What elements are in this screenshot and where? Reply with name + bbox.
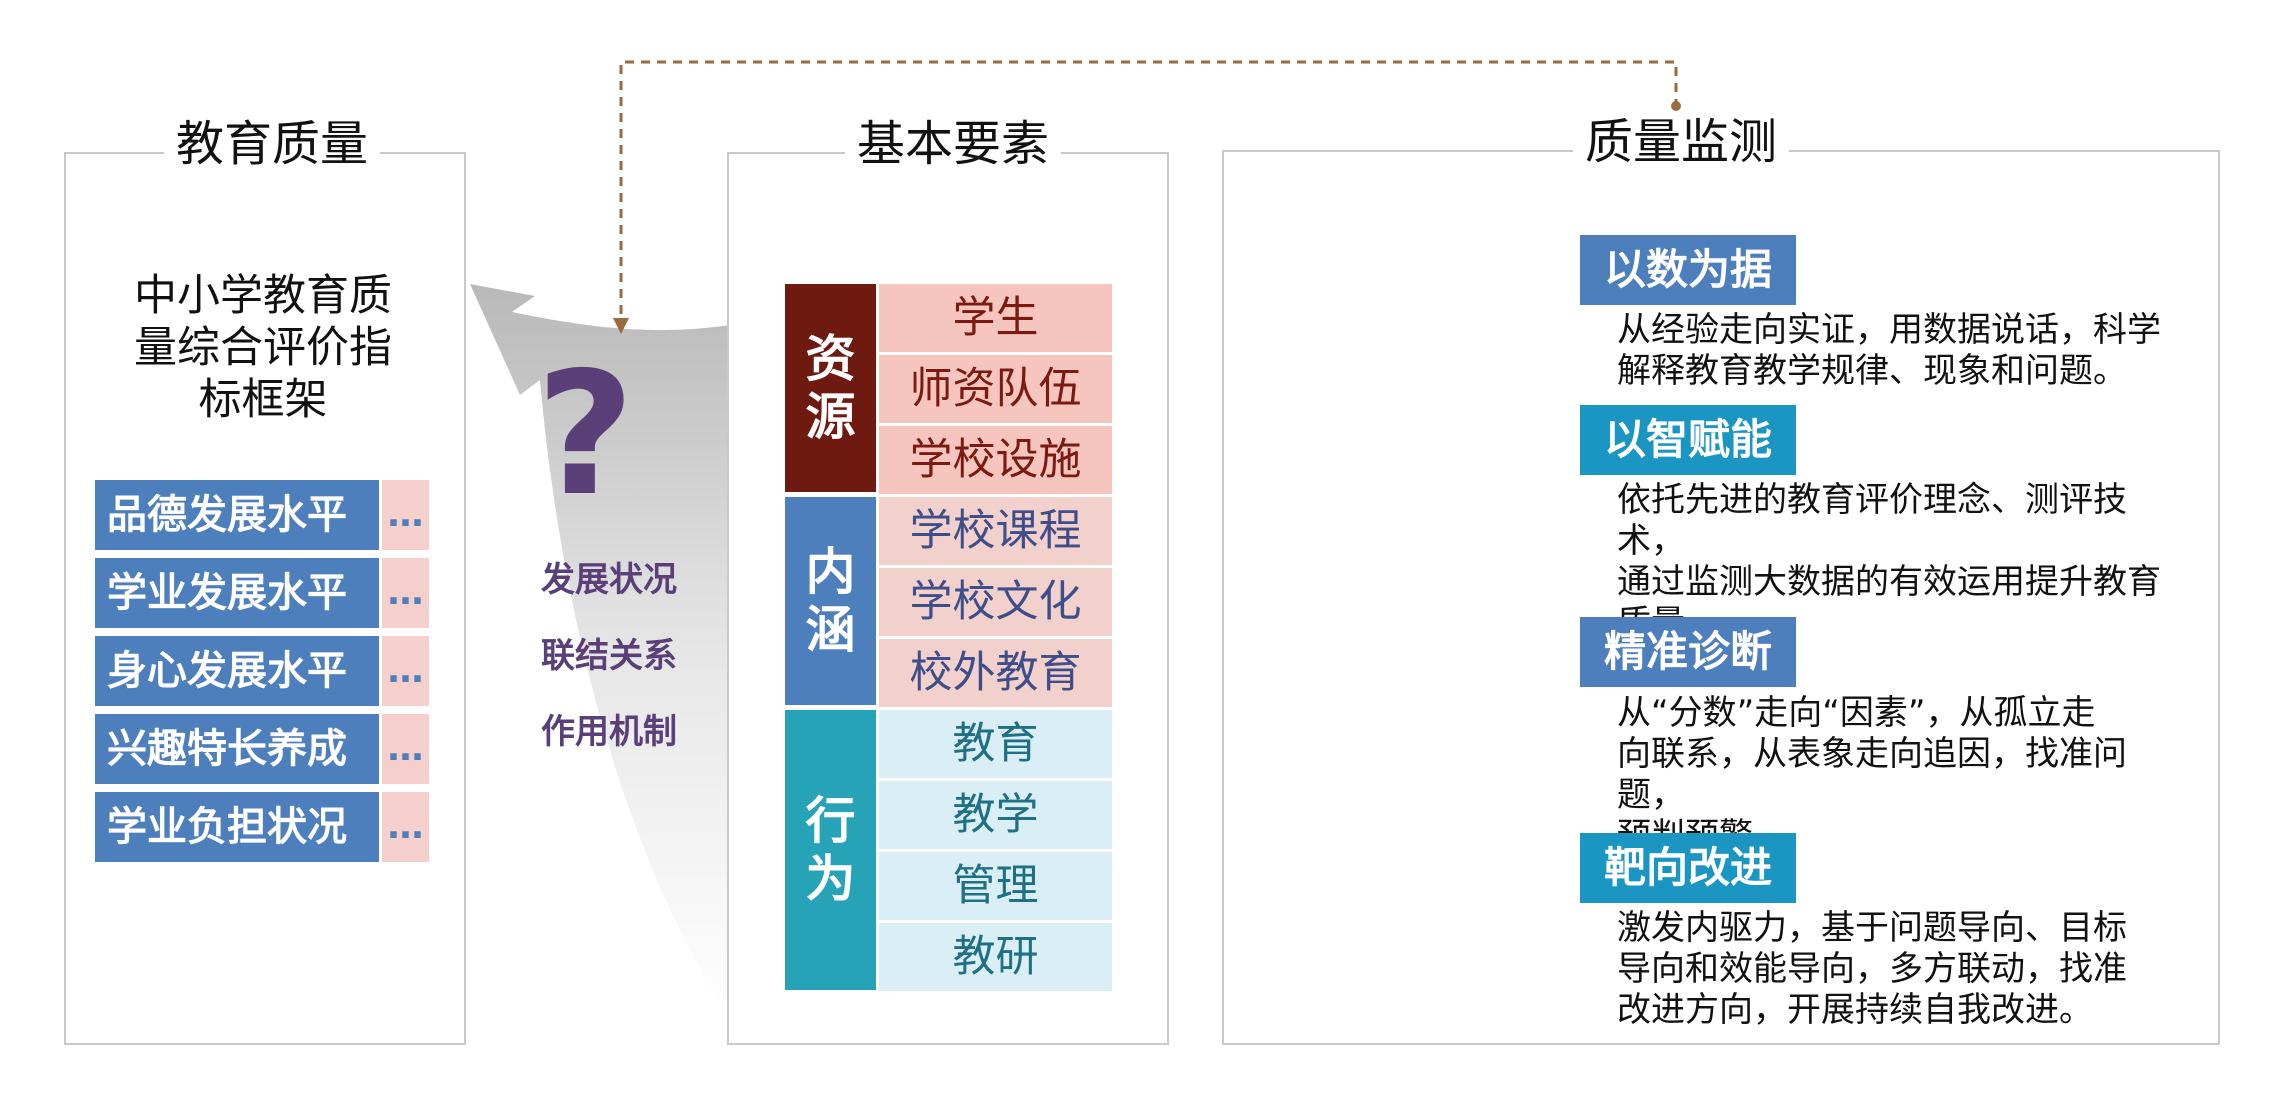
indicator-row: 学业负担状况 … bbox=[95, 792, 429, 862]
indicator-row: 身心发展水平 … bbox=[95, 636, 429, 706]
framework-line: 中小学教育质 bbox=[134, 271, 392, 321]
category-char: 为 bbox=[805, 850, 856, 908]
elements-panel-title: 基本要素 bbox=[845, 116, 1062, 172]
description-line: 通过监测大数据的有效运用提升教育 bbox=[1617, 562, 2161, 602]
category-resources: 资 源 bbox=[785, 284, 876, 492]
element-cell: 教学 bbox=[879, 781, 1112, 849]
description-line: 依托先进的教育评价理念、测评技术， bbox=[1617, 480, 2127, 561]
indicator-label: 兴趣特长养成 bbox=[95, 714, 379, 784]
element-cell: 管理 bbox=[879, 852, 1112, 920]
element-cell: 师资队伍 bbox=[879, 355, 1112, 423]
indicator-row: 学业发展水平 … bbox=[95, 558, 429, 628]
category-char: 内 bbox=[805, 543, 856, 601]
feature-tag: 靶向改进 bbox=[1580, 833, 1797, 903]
feature-tag: 以智赋能 bbox=[1580, 405, 1797, 475]
top-connector-arrowhead bbox=[613, 318, 629, 334]
description-line: 向联系，从表象走向追因，找准问题， bbox=[1617, 734, 2127, 815]
feature-description: 从经验走向实证，用数据说话，科学 解释教育教学规律、现象和问题。 bbox=[1617, 310, 2187, 392]
element-cell: 教研 bbox=[879, 923, 1112, 991]
framework-line: 量综合评价指 bbox=[134, 323, 392, 373]
category-char: 资 bbox=[805, 330, 856, 388]
indicator-label: 身心发展水平 bbox=[95, 636, 379, 706]
element-cell: 学生 bbox=[879, 284, 1112, 352]
question-mark-icon: ? bbox=[536, 336, 635, 534]
quality-panel-title: 教育质量 bbox=[164, 116, 381, 172]
flow-item: 作用机制 bbox=[541, 712, 677, 752]
indicator-label: 学业负担状况 bbox=[95, 792, 379, 862]
flow-item: 发展状况 bbox=[541, 560, 677, 600]
indicator-more: … bbox=[382, 792, 429, 862]
framework-description: 中小学教育质 量综合评价指 标框架 bbox=[68, 270, 458, 426]
feature-description: 激发内驱力，基于问题导向、目标 导向和效能导向，多方联动，找准 改进方向，开展持… bbox=[1617, 908, 2187, 1031]
category-char: 涵 bbox=[805, 601, 856, 659]
description-line: 激发内驱力，基于问题导向、目标 bbox=[1617, 908, 2127, 948]
indicator-more: … bbox=[382, 558, 429, 628]
description-line: 导向和效能导向，多方联动，找准 bbox=[1617, 949, 2127, 989]
flow-arrow bbox=[470, 284, 730, 1020]
description-line: 解释教育教学规律、现象和问题。 bbox=[1617, 351, 2127, 391]
indicator-more: … bbox=[382, 480, 429, 550]
indicator-label: 学业发展水平 bbox=[95, 558, 379, 628]
indicator-row: 品德发展水平 … bbox=[95, 480, 429, 550]
indicator-label: 品德发展水平 bbox=[95, 480, 379, 550]
flow-item: 联结关系 bbox=[541, 636, 677, 676]
top-connector-dot bbox=[1671, 101, 1681, 111]
element-cell: 校外教育 bbox=[879, 639, 1112, 707]
category-behavior: 行 为 bbox=[785, 710, 876, 990]
description-line: 从经验走向实证，用数据说话，科学 bbox=[1617, 310, 2161, 350]
indicator-more: … bbox=[382, 636, 429, 706]
element-cell: 学校文化 bbox=[879, 568, 1112, 636]
feature-tag: 精准诊断 bbox=[1580, 617, 1797, 687]
category-connotation: 内 涵 bbox=[785, 497, 876, 705]
framework-line: 标框架 bbox=[198, 375, 328, 425]
description-line: 改进方向，开展持续自我改进。 bbox=[1617, 990, 2093, 1030]
feature-tag: 以数为据 bbox=[1580, 235, 1797, 305]
category-char: 行 bbox=[805, 792, 856, 850]
element-cell: 教育 bbox=[879, 710, 1112, 778]
monitoring-panel-title: 质量监测 bbox=[1573, 114, 1790, 170]
element-cell: 学校课程 bbox=[879, 497, 1112, 565]
category-char: 源 bbox=[805, 388, 856, 446]
description-line: 从“分数”走向“因素”，从孤立走 bbox=[1617, 693, 2096, 733]
top-dashed-connector bbox=[619, 60, 1678, 330]
indicator-row: 兴趣特长养成 … bbox=[95, 714, 429, 784]
element-cell: 学校设施 bbox=[879, 426, 1112, 494]
indicator-more: … bbox=[382, 714, 429, 784]
